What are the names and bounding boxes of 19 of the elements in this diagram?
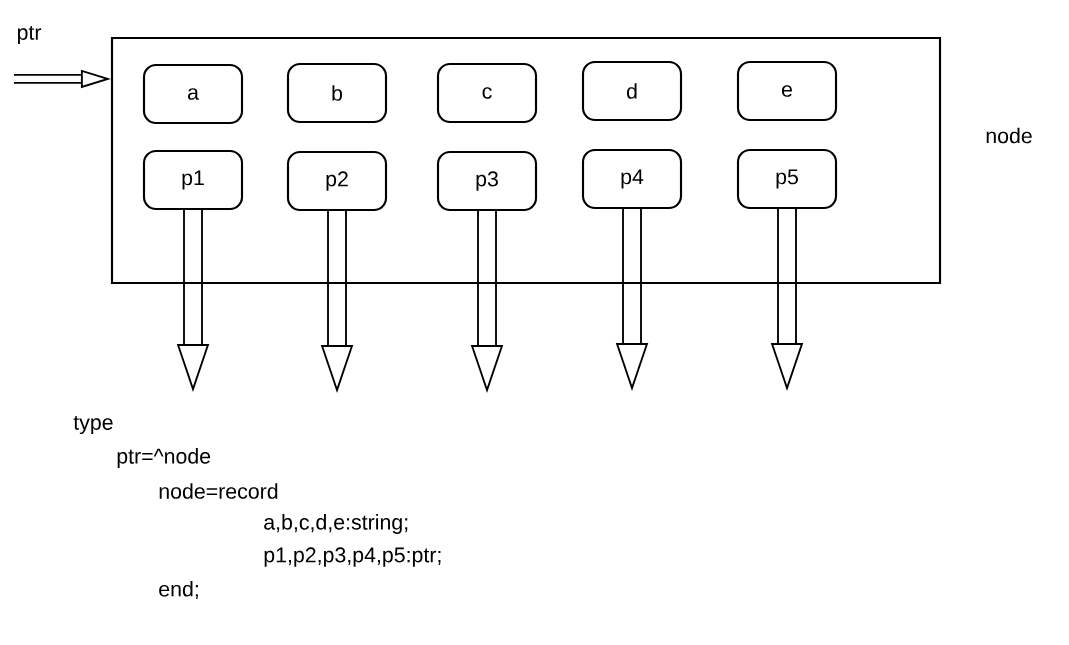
code-line: node=record [159, 483, 278, 499]
code-line: end; [159, 580, 198, 600]
field-box: p1 [142, 149, 244, 211]
code-line: a,b,c,d,e:string; [264, 514, 408, 534]
field-box: p3 [436, 150, 538, 212]
field-box: p2 [286, 150, 388, 212]
code-line: type [73, 415, 113, 435]
field-box: b [286, 62, 388, 124]
edge-label: ptr [15, 24, 43, 46]
code-line: p1,p2,p3,p4,p5:ptr; [264, 547, 441, 567]
field-box: c [436, 62, 538, 124]
field-box: a [142, 63, 244, 125]
code-line: ptr=^node [117, 448, 211, 468]
field-box: p5 [736, 148, 838, 210]
field-box: p4 [581, 148, 683, 210]
record-box [110, 36, 942, 285]
field-box: d [581, 60, 683, 122]
field-box: e [736, 60, 838, 122]
node-caption: node [986, 127, 1032, 144]
